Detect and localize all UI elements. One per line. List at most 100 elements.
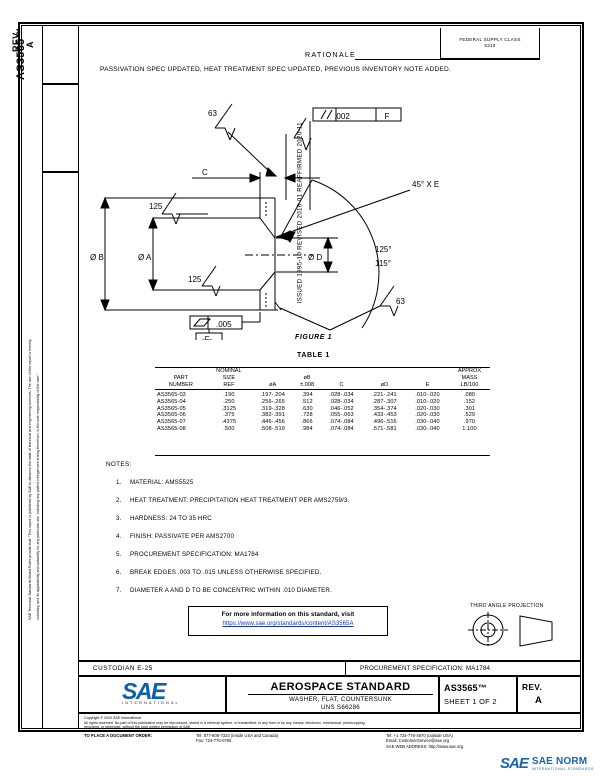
- footer-legal-line1: All rights reserved. No part of this pub…: [84, 720, 366, 725]
- document-number: AS3565™: [444, 683, 487, 693]
- angle-min-label: 115°: [375, 259, 391, 268]
- cell-part-number: AS3565-06: [157, 412, 186, 419]
- watermark: SAE SAE NORM INTERNATIONAL STANDARDS: [500, 755, 594, 772]
- hdr-blank-8: [320, 375, 363, 382]
- hdr-blank-3: [294, 368, 320, 375]
- hdr-blank-10: [406, 375, 449, 382]
- note-text-2: HEAT TREATMENT: PRECIPITATION HEAT TREAT…: [130, 497, 350, 504]
- note-item-5: 5. PROCUREMENT SPECIFICATION: MA1784: [116, 551, 259, 558]
- table-header-row-1: NOMINAL APPROX: [155, 368, 490, 375]
- footer-legal-line2: recording, or otherwise, without the pri…: [84, 725, 192, 730]
- note-text-7: DIAMETER A AND D TO BE CONCENTRIC WITHIN…: [130, 587, 332, 594]
- table-bottom-rule: [155, 455, 490, 456]
- more-information-message: For more information on this standard, v…: [221, 611, 355, 618]
- more-information-box: For more information on this standard, v…: [188, 606, 388, 636]
- footer-web: SAE WEB ADDRESS: http://www.sae.org: [386, 744, 554, 749]
- hdr-diameter-d: øD: [362, 381, 406, 391]
- procurement-spec-text: PROCUREMENT SPECIFICATION: MA1784: [360, 665, 491, 672]
- cell-dia-a: .446-.456: [260, 419, 285, 426]
- standard-id-label: AS3565™: [15, 27, 27, 80]
- cell-mass: .152: [463, 398, 476, 405]
- hdr-lb-per-100: LB/100: [448, 381, 490, 391]
- specification-table: NOMINAL APPROX PART SIZE øB MASS: [155, 368, 490, 432]
- cell-nominal-size: .500: [223, 426, 235, 433]
- note-item-4: 4.FINISH: PASSIVATE PER AMS2700: [116, 533, 234, 540]
- cell-c: .055-.063: [329, 412, 354, 419]
- dimension-c-label: C: [202, 168, 208, 177]
- cell-nominal-size: .375: [223, 412, 235, 419]
- cell-c: .074-.084: [329, 419, 354, 426]
- cell-dia-d: .571-.581: [372, 426, 397, 433]
- surface-finish-63-bottom: 63: [396, 297, 405, 306]
- note-number-2: 2.: [116, 497, 122, 504]
- fsc-divider-rule: [355, 59, 540, 60]
- flatness-tolerance-value: .005: [216, 320, 232, 329]
- drawing-frame-inner: [21, 25, 581, 729]
- table-body: AS3565-03 .190 .197-.204 .394 .028-.034 …: [155, 390, 490, 433]
- note-text-5: PROCUREMENT SPECIFICATION: MA1784: [130, 551, 259, 558]
- fcf-tolerance-value: .002: [334, 112, 350, 121]
- hdr-nominal: NOMINAL: [216, 368, 242, 375]
- standard-url-link[interactable]: https://www.sae.org/standards/content/AS…: [222, 621, 354, 627]
- note-number-1: 1.: [116, 479, 122, 486]
- note-text-4: FINISH: PASSIVATE PER AMS2700: [130, 533, 235, 540]
- cell-e: .030-.040: [415, 426, 440, 433]
- footer-legal-block: Copyright © 2020 SAE International All r…: [84, 716, 504, 730]
- hdr-approx: APPROX: [457, 368, 482, 375]
- cell-c: .028-.034: [329, 392, 354, 399]
- footer-order-row-3: SAE WEB ADDRESS: http://www.sae.org: [84, 744, 554, 749]
- cell-mass: .970: [463, 419, 476, 426]
- footer-spacer-2: [84, 744, 196, 749]
- standard-id-box: [43, 85, 79, 173]
- cell-dia-d: .433-.453: [372, 412, 397, 419]
- cell-dia-b: .728: [301, 412, 313, 419]
- hdr-blank-5: [363, 368, 406, 375]
- table-header-row-3: NUMBER REF øA ±.008 C øD E LB/100: [155, 381, 490, 391]
- hdr-number: NUMBER: [155, 381, 207, 391]
- note-item-1: 1.MATERIAL: AMS5525: [116, 479, 193, 486]
- table-1-caption: TABLE 1: [297, 352, 330, 359]
- hdr-blank-2: [251, 368, 294, 375]
- footer-copyright: Copyright © 2020 SAE International: [84, 716, 141, 720]
- footer-order-label: TO PLACE A DOCUMENT ORDER:: [84, 733, 153, 738]
- cell-e: .030-.040: [415, 419, 440, 426]
- watermark-logo: SAE: [500, 755, 529, 772]
- sae-logo: SAE INTERNATIONAL: [122, 680, 206, 706]
- note-number-7: 7.: [116, 587, 122, 594]
- aerospace-standard-heading: AEROSPACE STANDARD: [248, 681, 433, 695]
- hdr-size: SIZE: [222, 375, 236, 382]
- hdr-mass: MASS: [461, 375, 478, 382]
- cell-c: .046-.052: [329, 405, 354, 412]
- surface-finish-63-top: 63: [208, 109, 217, 118]
- cell-e: .020-.030: [415, 405, 440, 412]
- cell-dia-a: .256-.265: [260, 398, 285, 405]
- note-number-5: 5.: [116, 551, 122, 558]
- notes-heading: NOTES:: [106, 461, 132, 468]
- footer-tel-intl: Tel: +1 724-776-4970 (outside USA): [386, 733, 453, 738]
- custodian-strip: [79, 660, 581, 677]
- angle-max-label: 125°: [375, 245, 392, 254]
- footer-tel-us: Tel: 877-606-7323 (inside USA and Canada…: [196, 733, 279, 738]
- cell-part-number: AS3565-03: [157, 392, 186, 399]
- dimension-b-label: Ø B: [90, 253, 104, 262]
- document-title-line1: WASHER, FLAT, COUNTERSUNK: [288, 696, 393, 703]
- table-row: AS3565-08 .500 .508-.519 .984 .074-.084 …: [155, 426, 490, 433]
- table-top-rule: [155, 367, 490, 368]
- cell-dia-a: .382-.391: [260, 412, 285, 419]
- note-text-6: BREAK EDGES .003 TO .015 UNLESS OTHERWIS…: [130, 569, 322, 576]
- hdr-blank-1: [155, 368, 207, 375]
- hdr-diameter-b: øB: [303, 375, 311, 382]
- cell-mass: .080: [463, 392, 476, 399]
- note-number-3: 3.: [116, 515, 122, 522]
- note-item-6: 6.BREAK EDGES .003 TO .015 UNLESS OTHERW…: [116, 569, 321, 576]
- hdr-blank-7: [251, 375, 294, 382]
- left-notes-column: [43, 173, 79, 729]
- cell-part-number: AS3565-08: [157, 426, 186, 433]
- left-margin-bar: [21, 25, 43, 729]
- table-header: NOMINAL APPROX PART SIZE øB MASS: [155, 368, 490, 391]
- hdr-c: C: [320, 381, 363, 391]
- surface-finish-125-upper: 125: [149, 202, 163, 211]
- cell-mass: .529: [463, 412, 476, 419]
- figure-1-caption: FIGURE 1: [295, 334, 333, 341]
